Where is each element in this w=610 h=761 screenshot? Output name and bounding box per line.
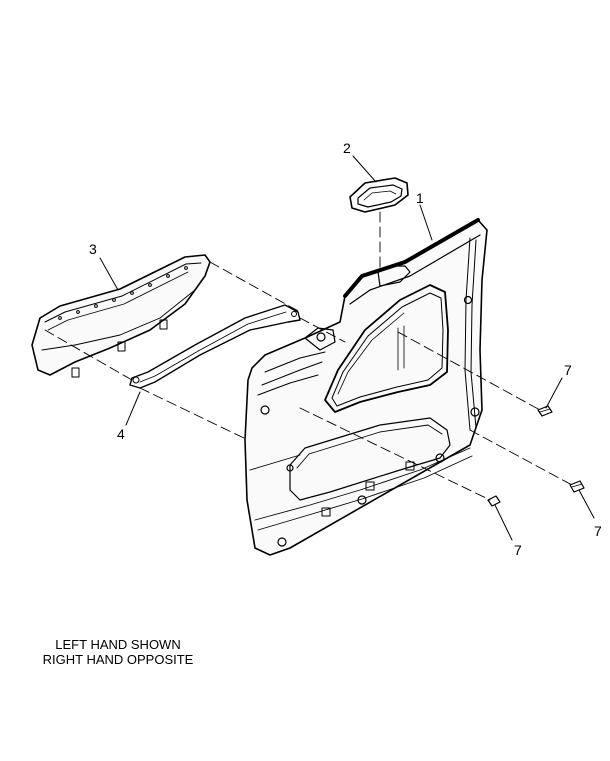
- armrest-trim: [31, 254, 211, 378]
- clip-lower-right: [569, 480, 585, 493]
- alignment-lines: [44, 211, 573, 501]
- clip-upper: [537, 405, 553, 417]
- leader-lines: [99, 155, 595, 541]
- note-right-hand-opposite: RIGHT HAND OPPOSITE: [42, 652, 194, 667]
- callout-7-lower-center: 7: [514, 542, 522, 558]
- callout-7-lower-right: 7: [594, 523, 602, 539]
- note-left-hand-shown: LEFT HAND SHOWN: [55, 637, 181, 652]
- callout-4: 4: [117, 426, 125, 442]
- door-trim-panel: [244, 218, 488, 556]
- clip-lower-center: [487, 495, 501, 507]
- retainer-strip: [129, 304, 301, 389]
- callout-3: 3: [89, 241, 97, 257]
- callout-2: 2: [343, 140, 351, 156]
- pull-cup-bezel: [349, 177, 409, 213]
- callout-7-upper: 7: [564, 362, 572, 378]
- callout-1: 1: [416, 190, 424, 206]
